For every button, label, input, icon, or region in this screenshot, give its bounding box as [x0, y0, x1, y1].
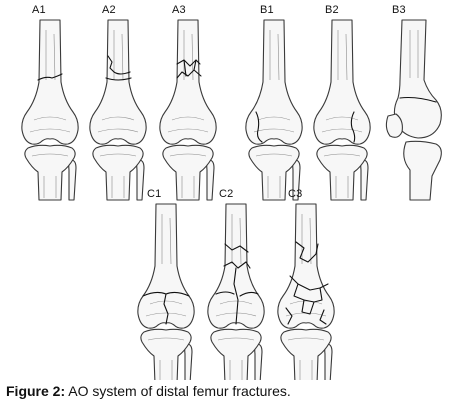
- tibia-shade-c2: [217, 337, 255, 382]
- fracture-line-a2b: [105, 77, 132, 81]
- knee-c3: [277, 203, 335, 385]
- knee-c2: [207, 203, 265, 385]
- panel-label-a1: A1: [32, 4, 46, 16]
- femur-b1: [245, 19, 303, 145]
- knee-c1: [137, 203, 195, 385]
- femur-shade-b3: [409, 30, 419, 78]
- knee-b2: [313, 19, 371, 201]
- femur-shade-c3: [301, 214, 312, 265]
- fracture-line-c2b: [223, 261, 251, 269]
- tibia-a1: [24, 144, 76, 201]
- tibia-shade-a1: [31, 153, 69, 198]
- femur-shade-c1: [161, 214, 172, 265]
- femur-c3: [277, 203, 335, 329]
- tibia-b2: [316, 144, 368, 201]
- fibula-a1: [68, 159, 77, 201]
- femur-shade-b2: [337, 30, 348, 81]
- condyle-shade-b2: [321, 116, 363, 133]
- tibia-shade-b2: [323, 153, 361, 198]
- figure-caption: Figure 2: AO system of distal femur frac…: [6, 383, 291, 399]
- tibia-a3: [162, 144, 214, 201]
- fracture-line-b2: [350, 111, 356, 143]
- fibula-a2: [136, 159, 145, 201]
- fibula-b2: [360, 159, 369, 201]
- tibia-shade-c1: [147, 337, 185, 382]
- knee-b1: [245, 19, 303, 201]
- femur-b2: [313, 19, 371, 145]
- fracture-line-c2d: [215, 291, 259, 297]
- tibia-shade-a3: [169, 153, 207, 198]
- knee-illustrations: [21, 19, 442, 385]
- condyle-shade-c1: [145, 300, 187, 317]
- panel-label-b2: B2: [325, 4, 339, 16]
- knee-a1: [21, 19, 79, 201]
- tibia-shade-b1: [255, 153, 293, 198]
- condyle-shade-a2: [97, 116, 139, 133]
- femur-shade-a3: [183, 30, 194, 81]
- tibia-c2: [210, 328, 262, 385]
- tibia-b3: [403, 140, 442, 201]
- condyle-shade-a1: [29, 116, 71, 133]
- fracture-line-a3: [176, 59, 201, 67]
- panel-label-c3: C3: [288, 188, 303, 200]
- fracture-line-a3c: [183, 59, 197, 77]
- tibia-shade-c3: [287, 337, 325, 382]
- fracture-line-c3b: [289, 275, 329, 315]
- fibula-a3: [206, 159, 215, 201]
- knee-b3: [385, 19, 442, 201]
- femur-shade-a1: [45, 30, 56, 81]
- tibia-shade-a2: [99, 153, 137, 198]
- fracture-line-c3: [295, 241, 319, 263]
- tibia-b1: [248, 144, 300, 201]
- femur-a3: [159, 19, 217, 145]
- fracture-line-c2c: [233, 267, 239, 325]
- fibula-c1: [184, 343, 193, 385]
- knee-a3: [159, 19, 217, 201]
- tibia-a2: [92, 144, 144, 201]
- panel-label-c1: C1: [147, 188, 162, 200]
- fracture-line-a1: [37, 73, 63, 81]
- femur-a1: [21, 19, 79, 145]
- knee-a2: [89, 19, 147, 201]
- fracture-line-b1: [255, 111, 263, 143]
- condyle-shade-a3: [167, 116, 209, 133]
- condyle-shade-c2: [215, 300, 257, 317]
- fibula-c3: [324, 343, 333, 385]
- tibia-c3: [280, 328, 332, 385]
- fracture-line-a2: [107, 55, 131, 75]
- fibula-c2: [254, 343, 263, 385]
- patella-b3: [385, 113, 403, 138]
- femur-a2: [89, 19, 147, 145]
- fracture-line-c2: [224, 243, 249, 253]
- panel-label-b1: B1: [260, 4, 274, 16]
- femur-shade-b1: [269, 30, 280, 81]
- fracture-line-c3c: [297, 283, 321, 303]
- femur-shade-c2: [231, 214, 242, 265]
- panel-label-a2: A2: [102, 4, 116, 16]
- fracture-line-c1b: [163, 293, 169, 325]
- fracture-line-a3b: [176, 69, 202, 79]
- panel-label-b3: B3: [392, 4, 406, 16]
- fracture-line-c3d: [285, 307, 327, 325]
- caption-label: Figure 2:: [6, 383, 66, 399]
- femur-b3: [393, 19, 442, 139]
- fracture-line-b3: [399, 96, 437, 103]
- panel-label-c2: C2: [219, 188, 234, 200]
- panel-label-a3: A3: [172, 4, 186, 16]
- tibia-c1: [140, 328, 192, 385]
- caption-text: AO system of distal femur fractures.: [68, 383, 291, 399]
